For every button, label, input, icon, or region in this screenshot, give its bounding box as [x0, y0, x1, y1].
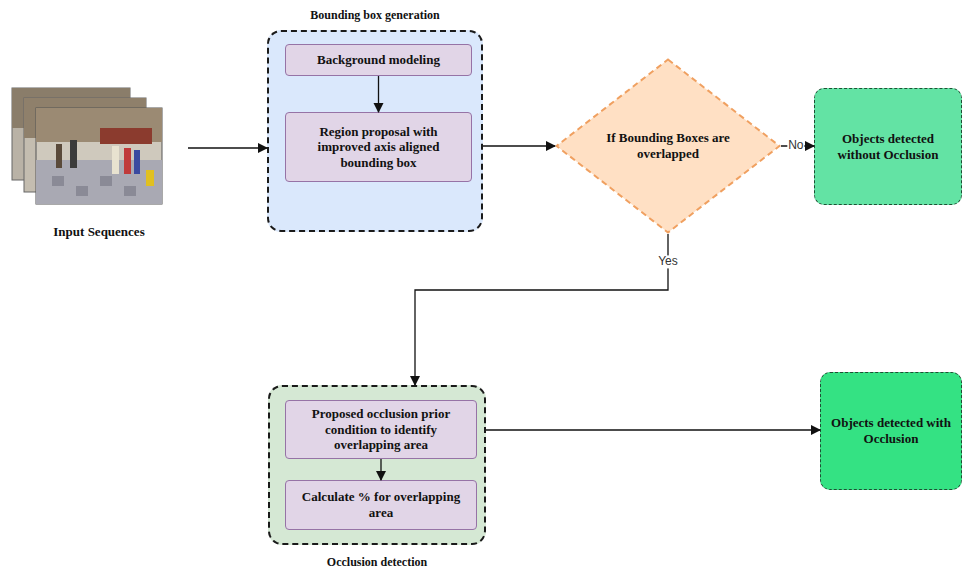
flow-arrow: [378, 76, 379, 112]
node-label: Objects detected without Occlusion: [823, 131, 953, 162]
result-box: Objects detected with Occlusion: [820, 372, 962, 490]
process-box: Background modeling: [285, 44, 472, 76]
node-label: Background modeling: [317, 52, 440, 68]
process-box: Proposed occlusion prior condition to id…: [285, 400, 477, 459]
flow-arrow: [486, 429, 820, 430]
flow-arrow: [188, 147, 267, 148]
edge-label: No: [787, 139, 804, 152]
node-label: Calculate % for overlapping area: [292, 489, 470, 520]
decision-diamond: If Bounding Boxes are overlapped: [555, 58, 781, 234]
node-label: Input Sequences: [53, 224, 144, 240]
diamond-shape: [557, 60, 780, 233]
node-label: Objects detected with Occlusion: [829, 415, 953, 446]
node-label: If Bounding Boxes are overlapped: [593, 130, 743, 161]
group-heading: Occlusion detection: [270, 555, 484, 569]
process-box: Region proposal with improved axis align…: [285, 112, 472, 182]
flow-arrow: [415, 234, 668, 385]
group-box: Bounding box generationBackground modeli…: [267, 30, 483, 232]
process-box: Calculate % for overlapping area: [285, 480, 477, 530]
input-sequence: Input Sequences: [10, 84, 188, 240]
node-label: Region proposal with improved axis align…: [292, 124, 465, 171]
group-box: Occlusion detectionProposed occlusion pr…: [268, 385, 486, 545]
group-heading: Bounding box generation: [269, 8, 481, 22]
flow-arrow: [483, 145, 555, 146]
flow-arrow: [380, 459, 381, 480]
node-label: Proposed occlusion prior condition to id…: [292, 406, 470, 453]
edge-label: Yes: [657, 255, 679, 268]
result-box: Objects detected without Occlusion: [814, 88, 962, 205]
frame-stack: [12, 88, 162, 204]
